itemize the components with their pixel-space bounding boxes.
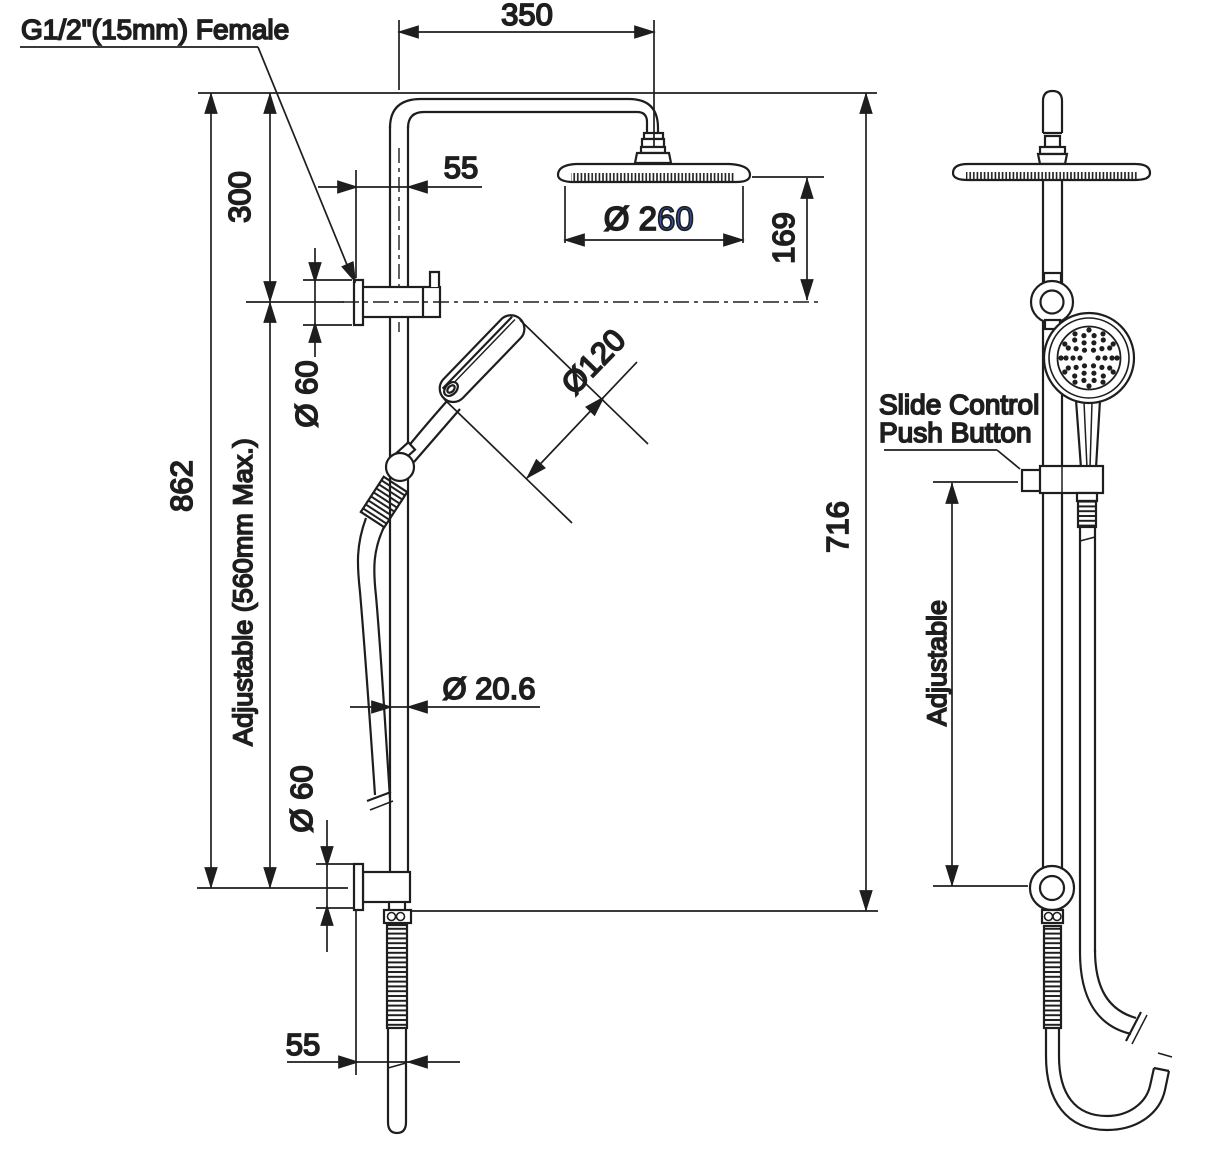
dim-front-adjustable bbox=[933, 481, 1028, 887]
front-nozzle-band bbox=[966, 172, 1138, 179]
dim-rail-adjustable-label: Adjustable (560mm Max.) bbox=[228, 438, 258, 746]
dim-head-drop bbox=[752, 176, 824, 300]
wall-outlet-elbow bbox=[352, 862, 413, 925]
dim-drop-height-label: 716 bbox=[820, 501, 855, 553]
dim-rail-adjustable bbox=[263, 302, 277, 888]
outlet-hose-side bbox=[385, 923, 409, 1135]
hand-shower-side bbox=[384, 314, 526, 483]
dim-head-drop-label: 169 bbox=[766, 212, 801, 264]
dimension-layer: 350 55 300 862 bbox=[20, 0, 1040, 1075]
front-bottom-ring bbox=[1028, 864, 1076, 925]
slide-control-label-line2: Push Button bbox=[879, 417, 1032, 448]
hose-spring-side bbox=[359, 475, 409, 529]
dim-overhead-diameter-label: Ø 2 bbox=[604, 200, 657, 237]
dim-top-to-inlet-label: 300 bbox=[222, 171, 257, 223]
inlet-callout bbox=[20, 46, 361, 285]
dim-inlet-flange-diameter bbox=[303, 248, 352, 357]
dim-drop-height bbox=[410, 93, 878, 912]
dim-column-height bbox=[197, 93, 348, 889]
front-overhead-head bbox=[951, 162, 1152, 182]
outlet-hose-spring bbox=[385, 923, 409, 1030]
front-slide-bracket bbox=[1020, 464, 1105, 495]
front-top-ring bbox=[1029, 271, 1075, 331]
side-view bbox=[343, 97, 823, 1135]
dim-outlet-offset bbox=[287, 911, 460, 1075]
dim-arm-reach-label: 350 bbox=[501, 0, 553, 32]
front-handshower-hose bbox=[1075, 491, 1148, 1045]
slide-control-callout bbox=[884, 449, 1021, 470]
front-handshower-handle bbox=[1074, 399, 1102, 469]
front-outlet-spring bbox=[1042, 924, 1063, 1030]
dim-handshower-diameter bbox=[443, 319, 649, 524]
push-button bbox=[1020, 468, 1043, 493]
overhead-shower-profile bbox=[556, 131, 752, 184]
front-hose-spring bbox=[1076, 499, 1098, 529]
overhead-nozzle-band bbox=[571, 173, 735, 181]
dim-handshower-diameter-label: Ø120 bbox=[555, 322, 633, 401]
front-top-stub bbox=[1036, 89, 1069, 166]
front-handshower-face bbox=[1042, 311, 1136, 405]
dim-outlet-offset-label: 55 bbox=[286, 1027, 320, 1062]
dim-front-adjustable-label: Adjustable bbox=[922, 600, 952, 726]
dim-inlet-offset-top-label: 55 bbox=[444, 150, 478, 185]
dim-overhead-diameter-label-accent: 60 bbox=[657, 200, 694, 237]
wall-arm bbox=[388, 97, 660, 163]
dim-inlet-offset-top bbox=[318, 170, 482, 278]
dim-inlet-flange-label: Ø 60 bbox=[289, 360, 324, 427]
dim-arm-reach bbox=[398, 20, 655, 146]
front-view bbox=[951, 89, 1173, 1132]
inlet-callout-label: G1/2"(15mm) Female bbox=[21, 14, 289, 45]
slide-control-label-line1: Slide Control bbox=[879, 389, 1039, 420]
dim-overhead-diameter bbox=[564, 186, 744, 247]
dim-column-height-label: 862 bbox=[164, 460, 199, 512]
shower-hose-side bbox=[356, 475, 409, 811]
dim-rail-diameter-label: Ø 20.6 bbox=[442, 671, 535, 706]
dim-rail-diameter bbox=[350, 700, 540, 714]
dim-outlet-flange-diameter bbox=[316, 820, 353, 952]
holder-ball bbox=[384, 451, 416, 483]
handshower-hook bbox=[443, 380, 459, 398]
dim-top-to-inlet bbox=[246, 93, 344, 303]
wall-inlet-elbow bbox=[343, 270, 823, 327]
dim-outlet-flange-label: Ø 60 bbox=[284, 765, 319, 832]
front-outlet-hose-loop bbox=[1042, 924, 1173, 1132]
spray-nozzle-dots bbox=[1058, 327, 1120, 389]
